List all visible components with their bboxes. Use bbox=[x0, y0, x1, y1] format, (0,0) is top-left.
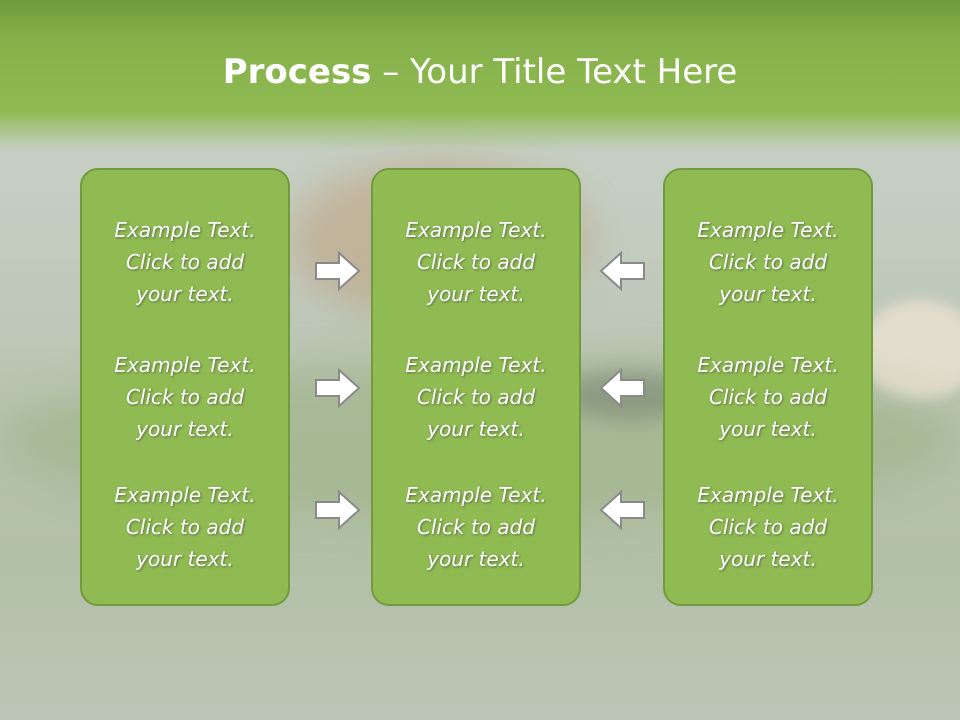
text-line: your text. bbox=[719, 282, 817, 306]
text-line: your text. bbox=[719, 547, 817, 571]
right-arrow-icon bbox=[315, 250, 361, 292]
text-line: Click to add bbox=[125, 515, 245, 539]
text-line: Click to add bbox=[125, 385, 245, 409]
text-line: Click to add bbox=[708, 515, 828, 539]
right-arrow-icon bbox=[315, 489, 361, 531]
background-blur-shape bbox=[860, 300, 960, 400]
process-box-right[interactable]: Example Text. Click to add your text. Ex… bbox=[663, 168, 873, 606]
process-box-center[interactable]: Example Text. Click to add your text. Ex… bbox=[371, 168, 581, 606]
text-block[interactable]: Example Text. Click to add your text. bbox=[82, 349, 288, 445]
text-line: your text. bbox=[719, 417, 817, 441]
text-line: Example Text. bbox=[405, 353, 547, 377]
text-line: your text. bbox=[427, 417, 525, 441]
text-line: Example Text. bbox=[405, 218, 547, 242]
text-line: Example Text. bbox=[697, 218, 839, 242]
text-block[interactable]: Example Text. Click to add your text. bbox=[82, 479, 288, 575]
text-line: Example Text. bbox=[697, 353, 839, 377]
title-bold: Process bbox=[222, 52, 372, 92]
text-line: Example Text. bbox=[114, 483, 256, 507]
text-line: Example Text. bbox=[114, 353, 256, 377]
text-line: Click to add bbox=[416, 515, 536, 539]
left-arrow-icon bbox=[599, 367, 645, 409]
text-block[interactable]: Example Text. Click to add your text. bbox=[665, 479, 871, 575]
process-box-left[interactable]: Example Text. Click to add your text. Ex… bbox=[80, 168, 290, 606]
text-line: Click to add bbox=[125, 250, 245, 274]
text-line: your text. bbox=[136, 282, 234, 306]
text-line: your text. bbox=[427, 282, 525, 306]
text-line: Click to add bbox=[708, 385, 828, 409]
text-line: your text. bbox=[136, 417, 234, 441]
text-line: your text. bbox=[427, 547, 525, 571]
text-line: your text. bbox=[136, 547, 234, 571]
text-line: Example Text. bbox=[697, 483, 839, 507]
left-arrow-icon bbox=[599, 250, 645, 292]
title-bar bbox=[0, 0, 960, 150]
right-arrow-icon bbox=[315, 367, 361, 409]
text-line: Click to add bbox=[416, 250, 536, 274]
left-arrow-icon bbox=[599, 489, 645, 531]
text-line: Example Text. bbox=[114, 218, 256, 242]
text-block[interactable]: Example Text. Click to add your text. bbox=[82, 214, 288, 310]
text-line: Click to add bbox=[708, 250, 828, 274]
text-block[interactable]: Example Text. Click to add your text. bbox=[665, 349, 871, 445]
text-line: Click to add bbox=[416, 385, 536, 409]
slide-title[interactable]: Process – Your Title Text Here bbox=[0, 52, 960, 92]
title-rest: – Your Title Text Here bbox=[371, 52, 738, 92]
text-line: Example Text. bbox=[405, 483, 547, 507]
text-block[interactable]: Example Text. Click to add your text. bbox=[373, 479, 579, 575]
text-block[interactable]: Example Text. Click to add your text. bbox=[665, 214, 871, 310]
text-block[interactable]: Example Text. Click to add your text. bbox=[373, 349, 579, 445]
text-block[interactable]: Example Text. Click to add your text. bbox=[373, 214, 579, 310]
